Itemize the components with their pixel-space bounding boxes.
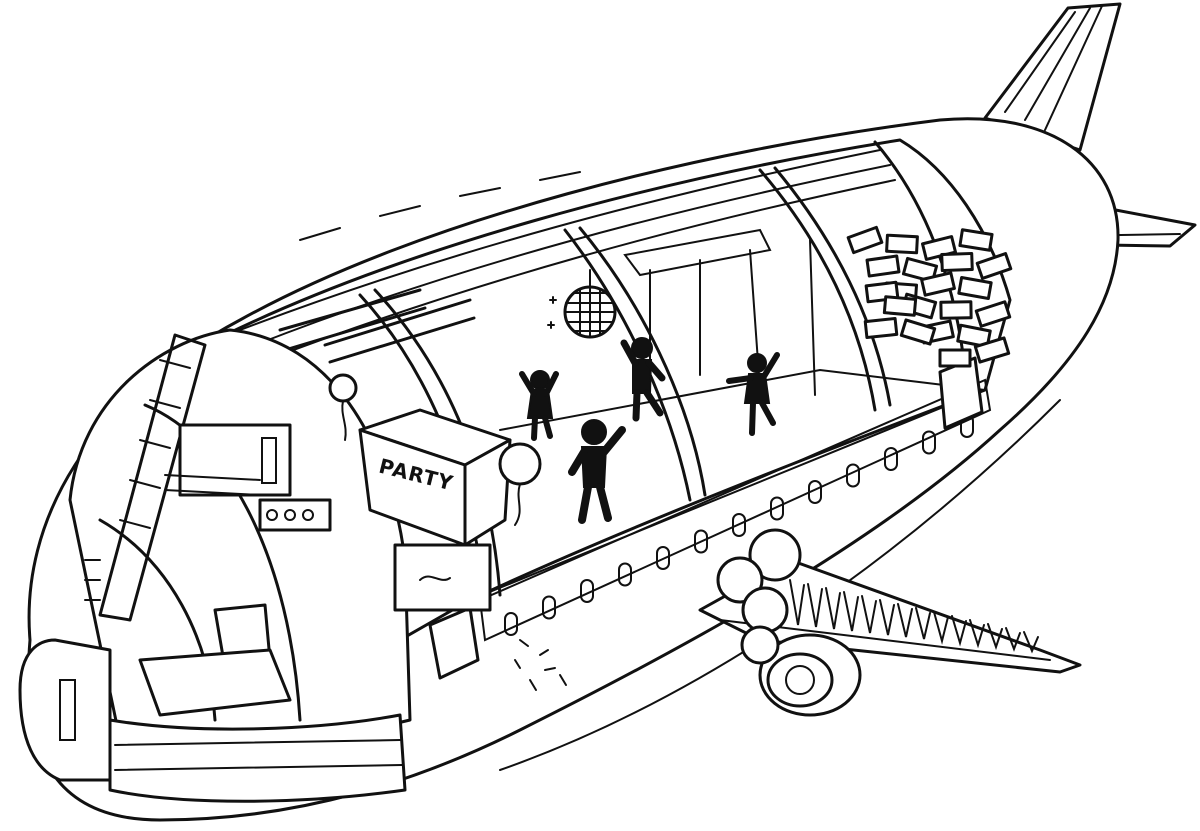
smoke-cloud xyxy=(716,528,802,665)
cockpit xyxy=(18,328,412,803)
window xyxy=(846,463,860,488)
cargo-box xyxy=(882,295,918,317)
window xyxy=(618,562,632,587)
wing-rib xyxy=(987,623,1003,651)
wing-rib xyxy=(1005,627,1021,652)
cargo-box xyxy=(846,225,884,255)
window xyxy=(922,430,936,455)
window xyxy=(884,447,898,471)
cargo-box xyxy=(901,256,939,284)
wing-rib xyxy=(897,603,913,638)
cargo-box xyxy=(974,300,1012,328)
confetti xyxy=(514,639,567,691)
wing-rib xyxy=(807,583,823,628)
window xyxy=(770,496,784,521)
cargo-box xyxy=(939,300,973,320)
wing-rib xyxy=(1023,631,1039,654)
wing-rib xyxy=(843,591,859,632)
dancer xyxy=(620,337,666,422)
window xyxy=(732,513,746,537)
balloons xyxy=(328,373,542,526)
cargo-box xyxy=(957,276,993,300)
cargo-box xyxy=(885,233,919,255)
window xyxy=(656,546,670,570)
cargo-box xyxy=(975,252,1013,280)
engine xyxy=(758,633,862,717)
dancer xyxy=(726,352,780,436)
disco-ball xyxy=(547,269,617,339)
dancer xyxy=(519,370,559,441)
cargo-box xyxy=(863,316,899,340)
cargo-box xyxy=(938,348,972,368)
window xyxy=(504,612,518,636)
wing-rib xyxy=(933,611,949,645)
cargo-box xyxy=(973,336,1011,364)
wing-rib xyxy=(915,607,931,640)
wing-rib xyxy=(951,615,967,647)
cargo-box xyxy=(958,228,994,252)
window xyxy=(580,579,594,603)
wing-rib xyxy=(879,599,895,636)
wing-rib xyxy=(861,595,877,634)
dancer xyxy=(568,419,626,524)
cargo-box xyxy=(865,254,901,278)
wing-rib xyxy=(789,579,805,626)
cargo-box xyxy=(920,271,956,297)
wing-rib xyxy=(825,587,841,630)
window xyxy=(808,480,822,504)
window xyxy=(694,529,708,554)
window xyxy=(542,595,556,620)
cargo-box xyxy=(956,323,992,349)
cargo-box xyxy=(899,318,937,346)
cargo-box xyxy=(940,251,974,273)
wing-rib xyxy=(969,619,985,649)
cargo-boxes xyxy=(846,225,1013,368)
